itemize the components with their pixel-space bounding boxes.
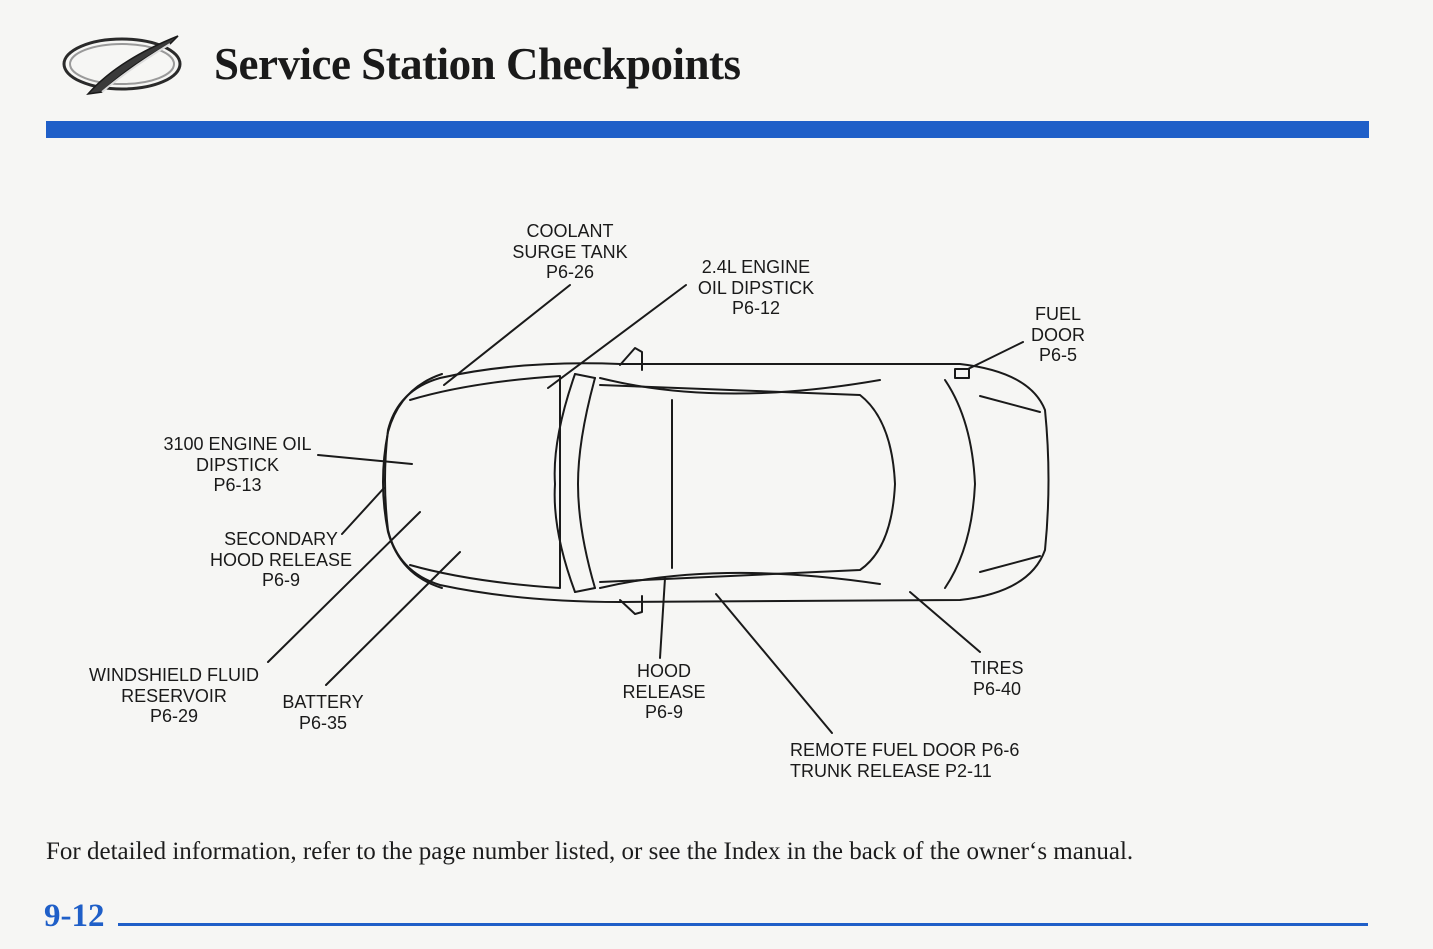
oil-dipstick-24l-callout: 2.4L ENGINE OIL DIPSTICK P6-12	[697, 257, 815, 318]
tires-callout: TIRES P6-40	[970, 658, 1024, 699]
oil-dipstick-3100-callout: 3100 ENGINE OIL DIPSTICK P6-13	[163, 434, 312, 495]
hood-release-callout: HOOD RELEASE P6-9	[622, 661, 706, 722]
oldsmobile-rocket-logo-icon	[62, 35, 182, 96]
header-bar	[46, 121, 1369, 138]
footer-note: For detailed information, refer to the p…	[46, 838, 1134, 865]
windshield-fluid-callout: WINDSHIELD FLUID RESERVOIR P6-29	[88, 665, 259, 726]
coolant-surge-tank-callout: COOLANT SURGE TANK P6-26	[512, 221, 628, 282]
battery-callout: BATTERY P6-35	[282, 692, 364, 733]
page-title: Service Station Checkpoints	[214, 39, 741, 89]
remote-fuel-door-trunk-release-callout: REMOTE FUEL DOOR P6-6 TRUNK RELEASE P2-1…	[790, 740, 1020, 781]
page-number: 9-12	[44, 898, 105, 934]
footer-rule	[118, 923, 1368, 926]
fuel-door-callout: FUEL DOOR P6-5	[1031, 304, 1085, 365]
secondary-hood-release-callout: SECONDARY HOOD RELEASE P6-9	[209, 529, 353, 590]
